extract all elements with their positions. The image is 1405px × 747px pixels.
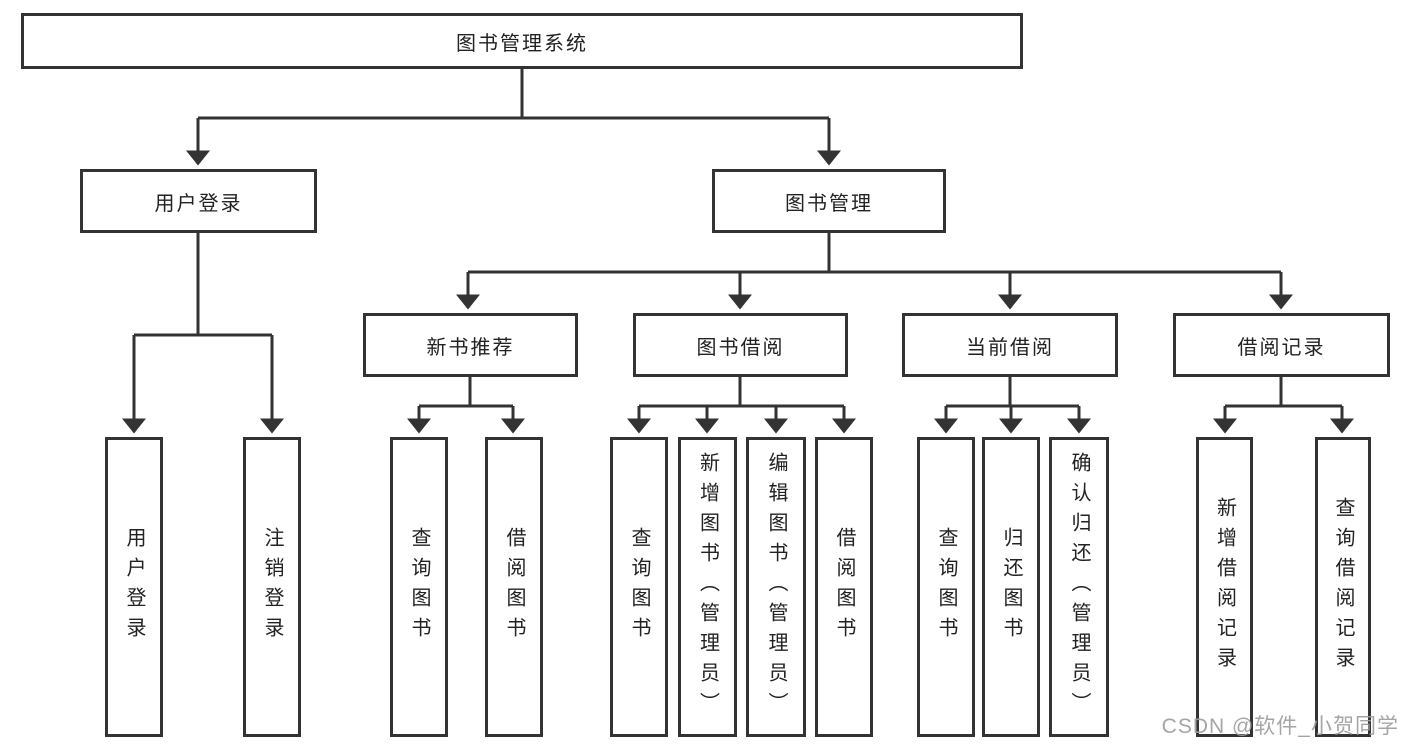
leaf-add-book-admin: 新增图书（管理员） xyxy=(678,437,737,737)
leaf-edit-book-admin: 编辑图书（管理员） xyxy=(746,437,806,737)
leaf-return-books: 归还图书 xyxy=(982,437,1040,737)
leaf-query-borrow-record-label: 查询借阅记录 xyxy=(1332,497,1354,677)
leaf-query-borrow-record: 查询借阅记录 xyxy=(1315,437,1371,737)
leaf-borrow-books-borrow: 借阅图书 xyxy=(815,437,873,737)
leaf-edit-book-admin-label: 编辑图书（管理员） xyxy=(765,452,787,722)
node-user-login: 用户登录 xyxy=(80,169,317,233)
leaf-borrow-books-borrow-label: 借阅图书 xyxy=(833,527,855,647)
node-new-book-rec: 新书推荐 xyxy=(363,313,578,377)
node-current-borrow: 当前借阅 xyxy=(902,313,1118,377)
leaf-add-book-admin-label: 新增图书（管理员） xyxy=(696,452,719,722)
leaf-logout: 注销登录 xyxy=(243,437,301,737)
leaf-query-books-current-label: 查询图书 xyxy=(935,527,957,647)
leaf-query-books-current: 查询图书 xyxy=(917,437,975,737)
leaf-query-books-newrec: 查询图书 xyxy=(390,437,448,737)
node-current-borrow-label: 当前借阅 xyxy=(966,336,1054,359)
node-book-borrow-label: 图书借阅 xyxy=(696,336,785,359)
leaf-query-books-newrec-label: 查询图书 xyxy=(408,527,430,647)
node-borrow-record: 借阅记录 xyxy=(1173,313,1390,377)
leaf-query-books-borrow-label: 查询图书 xyxy=(628,527,650,647)
leaf-logout-label: 注销登录 xyxy=(261,527,283,647)
leaf-query-books-borrow: 查询图书 xyxy=(610,437,668,737)
node-book-mgmt: 图书管理 xyxy=(712,169,946,233)
leaf-add-borrow-record-label: 新增借阅记录 xyxy=(1213,497,1236,677)
leaf-return-books-label: 归还图书 xyxy=(1000,527,1022,647)
leaf-borrow-books-newrec: 借阅图书 xyxy=(485,437,543,737)
leaf-add-borrow-record: 新增借阅记录 xyxy=(1196,437,1253,737)
node-book-mgmt-label: 图书管理 xyxy=(785,192,873,215)
leaf-confirm-return-admin: 确认归还（管理员） xyxy=(1049,437,1109,737)
node-borrow-record-label: 借阅记录 xyxy=(1237,336,1326,359)
node-root-label: 图书管理系统 xyxy=(456,32,588,55)
node-new-book-rec-label: 新书推荐 xyxy=(426,336,515,359)
leaf-confirm-return-admin-label: 确认归还（管理员） xyxy=(1068,452,1090,722)
node-book-borrow: 图书借阅 xyxy=(633,313,848,377)
node-root: 图书管理系统 xyxy=(21,13,1023,69)
leaf-borrow-books-newrec-label: 借阅图书 xyxy=(503,527,525,647)
watermark: CSDN @软件_小贺同学 xyxy=(1161,715,1399,738)
leaf-user-login-label: 用户登录 xyxy=(123,527,145,647)
node-user-login-label: 用户登录 xyxy=(154,192,243,215)
leaf-user-login: 用户登录 xyxy=(105,437,163,737)
connector-rails xyxy=(134,69,1342,408)
